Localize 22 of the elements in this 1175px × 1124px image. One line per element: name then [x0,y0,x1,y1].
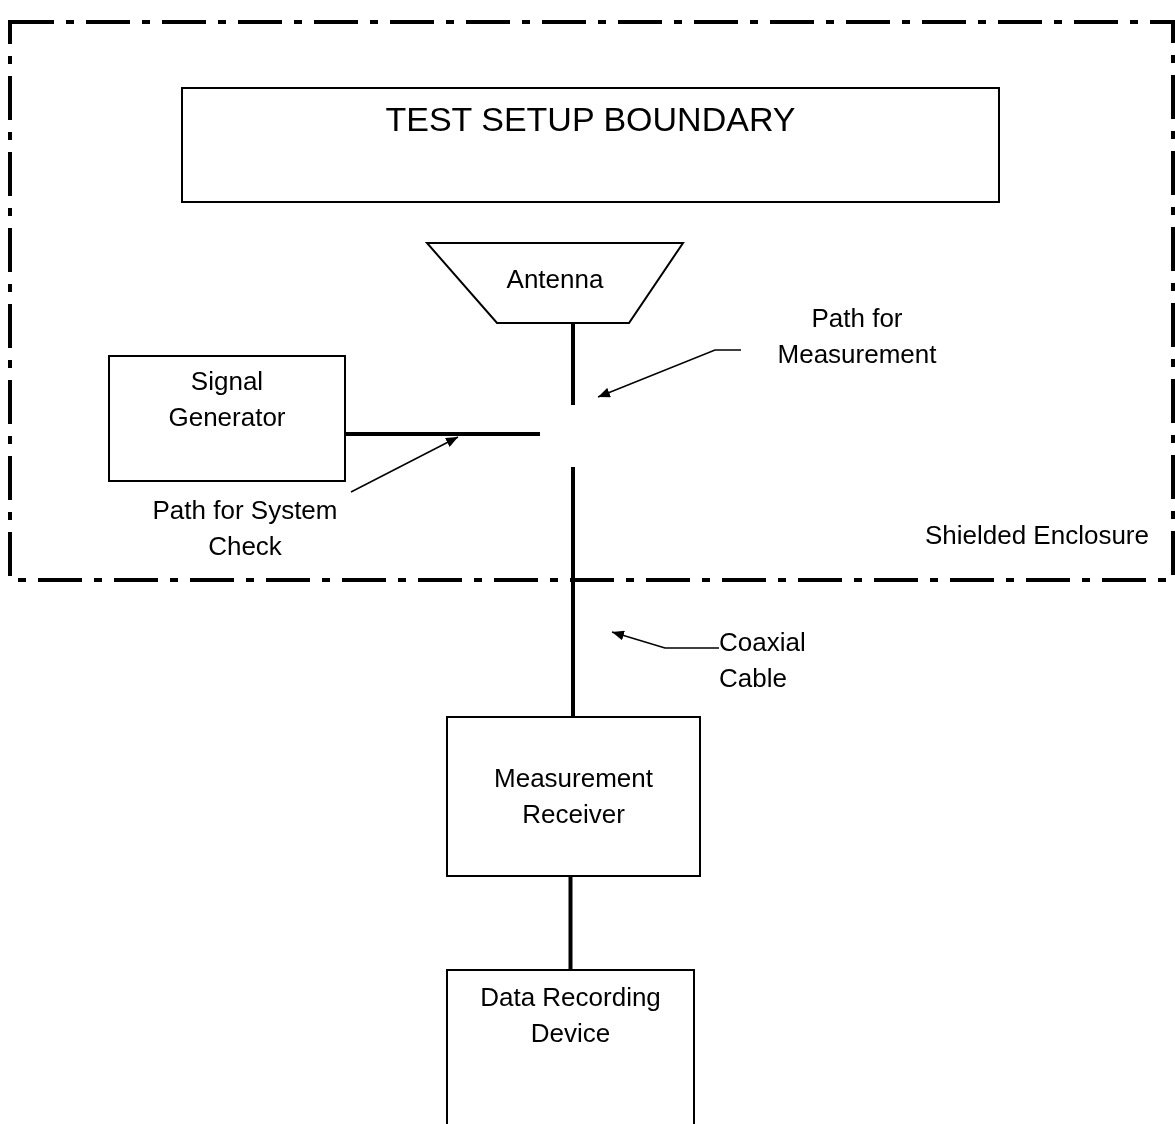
node-label: Measurement Receiver [493,762,654,831]
leader-line [597,349,742,398]
node-label: TEST SETUP BOUNDARY [384,99,797,140]
data-recorder-box [446,969,695,1124]
node-label: Shielded Enclosure [923,519,1149,552]
node-label: Signal Generator [167,365,287,434]
cable-line [571,323,575,405]
cable-line [571,467,575,716]
cable-line [346,432,540,436]
receiver-box [446,716,701,877]
boundary-box [181,87,1000,203]
leader-line [611,630,720,649]
antenna-symbol [427,243,683,323]
cable-line [568,877,573,969]
signal-generator-box [108,355,346,482]
node-label: Data Recording Device [479,981,662,1050]
leader-label: Coaxial Cable [719,626,807,695]
leader-label: Path for Measurement [776,302,938,371]
node-label: Antenna [505,263,605,296]
leader-line [350,436,459,493]
shielded-enclosure-boundary [10,22,1173,580]
leader-label: Path for System Check [151,494,339,563]
